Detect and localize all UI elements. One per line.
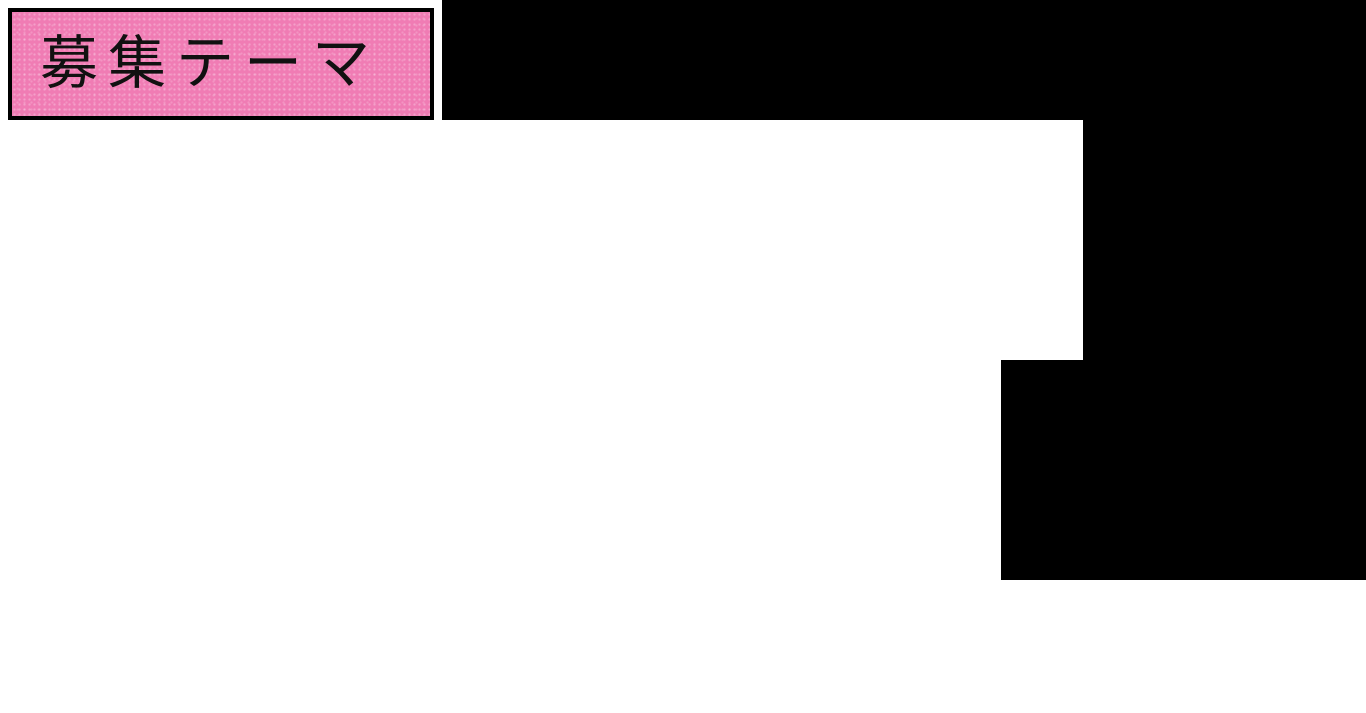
theme-panel-3-content (10, 590, 1354, 705)
page-title: 募集テーマ (40, 29, 381, 97)
theme-panel-2 (0, 350, 1001, 588)
theme-panel-2-content (10, 360, 991, 578)
theme-panel-1-content (10, 130, 1073, 350)
title-tab-background: 募集テーマ (8, 8, 434, 120)
theme-panel-1 (0, 120, 1083, 360)
title-tab: 募集テーマ (0, 0, 442, 124)
theme-panel-3 (0, 580, 1366, 713)
